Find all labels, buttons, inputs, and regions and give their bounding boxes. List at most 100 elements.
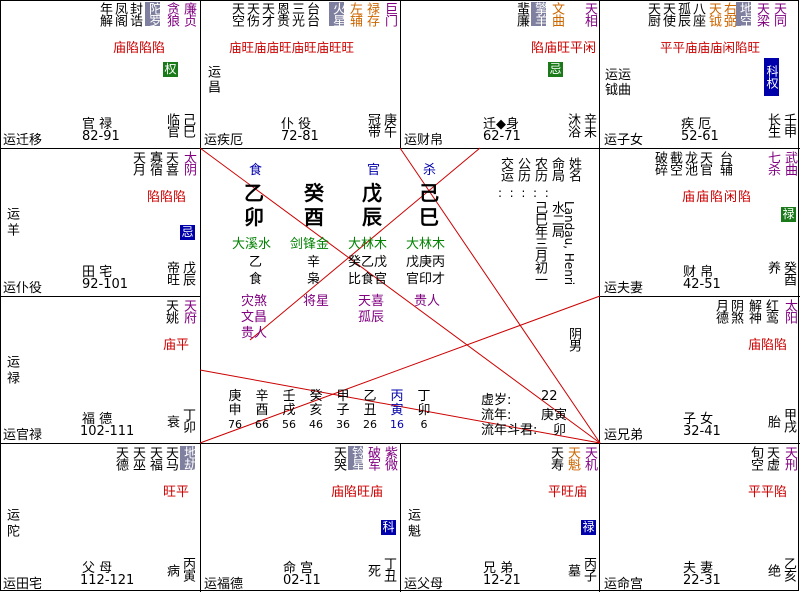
yun-label: 运子女 — [604, 133, 644, 148]
decade-age: 36 — [336, 418, 350, 431]
yun-label: 运父母 — [404, 577, 444, 592]
brightness: 庙陷陷陷 — [113, 41, 166, 56]
yun-label: 运财帛 — [404, 133, 444, 148]
decade-stem: 辛 — [255, 389, 269, 404]
palace-chen: 天月 寡宿 天喜 太阴 陷陷陷 忌 运 羊 田 宅 92-101 帝旺 戊辰 运… — [0, 149, 200, 296]
decade-range: 02-11 — [283, 573, 321, 588]
shensha-year: 贵人 — [241, 326, 268, 341]
nayin-year: 大溪水 — [232, 237, 272, 252]
info-label: 公历 — [515, 157, 530, 181]
palace-mao: 天姚 天府 庙平 运 禄 福 德 102-111 衰 丁卯 运官禄 — [0, 297, 200, 443]
decade-age: 6 — [420, 418, 428, 431]
decade-branch: 子 — [336, 403, 350, 418]
star-ziwei: 紫微 — [382, 446, 397, 470]
decade-range: 92-101 — [82, 277, 129, 292]
palace-chou: 天哭 铃星 破军 紫微 庙陷旺庙 科 命 宫 02-11 死 丁丑 运福德 — [201, 444, 400, 592]
life-stage: 长生 — [765, 113, 780, 137]
nayin-day: 大林木 — [348, 237, 388, 252]
decade-branch: 戌 — [282, 403, 296, 418]
brightness: 平旺庙 — [548, 485, 588, 500]
yun-label: 运运 — [605, 68, 632, 83]
hua-ke-icon: 科 — [381, 520, 396, 535]
minor-stars: 天马 — [163, 446, 178, 470]
brightness: 庙庙陷闲陷 — [682, 190, 753, 205]
decade-age: 26 — [363, 418, 377, 431]
brightness: 庙旺庙庙旺庙旺庙旺旺 — [229, 40, 355, 55]
star-qingyang: 擎羊 — [531, 2, 547, 26]
star-tianji: 天机 — [582, 446, 597, 470]
brightness: 庙陷陷 — [748, 338, 788, 353]
decade-age: 76 — [228, 418, 242, 431]
hua-lu-icon: 禄 — [581, 520, 596, 535]
pillar-god-hour: 杀 — [423, 163, 437, 178]
star-tianxiang: 天相 — [582, 2, 597, 26]
minor-stars: 天空 — [229, 2, 244, 26]
info-label: 姓名 — [566, 157, 581, 181]
star-lucun: 禄存 — [364, 2, 379, 26]
center-panel: 食 官 杀 乙 癸 戊 己 卯 酉 辰 巳 大溪水 剑锋金 大林木 大林木 乙 … — [201, 149, 600, 443]
palace-stem: 甲戌 — [781, 408, 796, 432]
decade-range: 62-71 — [483, 129, 521, 144]
gender: 阴男 — [566, 327, 581, 351]
palace-stem: 丙寅 — [180, 557, 195, 581]
hidden-stems-day: 癸乙戊 — [348, 255, 388, 270]
decade-stem: 丁 — [417, 389, 431, 404]
star-huoxing: 火星 — [329, 2, 345, 26]
decade-range: 12-21 — [483, 573, 521, 588]
yun-label: 运 — [4, 508, 19, 520]
palace-shen: 天厨 天使 孤辰 八座 天钺 右弼 地空 天梁 天同 平平庙庙庙闲陷旺 科权 运… — [601, 0, 800, 148]
palace-stem: 壬申 — [781, 113, 796, 137]
colon: : : : : : — [498, 186, 549, 200]
decade-range: 72-81 — [281, 129, 319, 144]
minor-stars: 截空 — [667, 151, 682, 175]
minor-stars: 天才 — [259, 2, 274, 26]
yun-label: 禄 — [4, 371, 19, 383]
minor-stars: 孤辰 — [675, 2, 690, 26]
life-stage: 养 — [765, 261, 780, 273]
star-lianzhen: 廉贞 — [181, 2, 196, 26]
yun-label: 运田宅 — [3, 577, 43, 592]
pillar-stem-hour: 己 — [419, 181, 439, 205]
palace-stem: 庚午 — [381, 113, 396, 137]
minor-stars: 天月 — [130, 151, 145, 175]
decade-branch: 卯 — [417, 403, 431, 418]
minor-stars: 解神 — [746, 299, 761, 323]
decade-range: 52-61 — [681, 129, 719, 144]
minor-stars: 天官 — [697, 151, 712, 175]
minor-stars: 天巫 — [130, 446, 145, 470]
palace-hai: 旬空 天虚 天刑 平平陷 夫 妻 22-31 绝 乙亥 运命宫 — [601, 444, 800, 592]
yun-label: 运迁移 — [3, 133, 43, 148]
minor-stars: 旬空 — [748, 446, 763, 470]
hua-ji-icon: 忌 — [548, 62, 563, 77]
palace-name: 财 帛 — [683, 265, 714, 280]
star-zuofu: 左辅 — [347, 2, 362, 26]
star-wuqu: 武曲 — [782, 151, 797, 175]
life-stage: 衰 — [164, 415, 179, 427]
decade-branch: 酉 — [255, 403, 269, 418]
minor-stars: 天使 — [660, 2, 675, 26]
minor-stars: 天德 — [113, 446, 128, 470]
yun-label: 运仆役 — [3, 281, 43, 296]
minor-stars: 天伤 — [244, 2, 259, 26]
minor-stars: 寡宿 — [147, 151, 162, 175]
palace-si: 年解 凤阁 封诰 陀罗 贪狼 廉贞 庙陷陷陷 权 官 禄 82-91 临官 己巳… — [0, 0, 200, 148]
pillar-god-day: 官 — [367, 163, 381, 178]
yun-label: 运福德 — [204, 577, 244, 592]
doujun-value: 卯 — [553, 423, 567, 438]
star-lingxing: 铃星 — [348, 446, 364, 470]
minor-stars: 年解 — [97, 2, 112, 26]
palace-name: 命 宫 — [283, 561, 314, 576]
yun-label: 运疾厄 — [204, 133, 244, 148]
info-label: 农历 — [532, 157, 547, 181]
life-stage: 墓 — [565, 564, 580, 576]
palace-stem: 戊辰 — [180, 261, 195, 285]
info-label: 交运 — [498, 157, 513, 181]
hidden-gods-year: 食 — [249, 272, 263, 287]
palace-wu: 天空 天伤 天才 恩贵 三光 台台 火星 左辅 禄存 巨门 庙旺庙庙旺庙旺庙旺旺… — [201, 0, 400, 148]
star-tianliang: 天梁 — [754, 2, 769, 26]
yun-label: 魁 — [405, 524, 420, 536]
palace-name: 仆 役 — [281, 117, 312, 132]
palace-zi: 天寿 天魁 天机 平旺庙 禄 运 魁 兄 弟 12-21 墓 丙子 运父母 — [401, 444, 600, 592]
decade-age: 46 — [309, 418, 323, 431]
pillar-branch-day: 辰 — [362, 205, 382, 229]
